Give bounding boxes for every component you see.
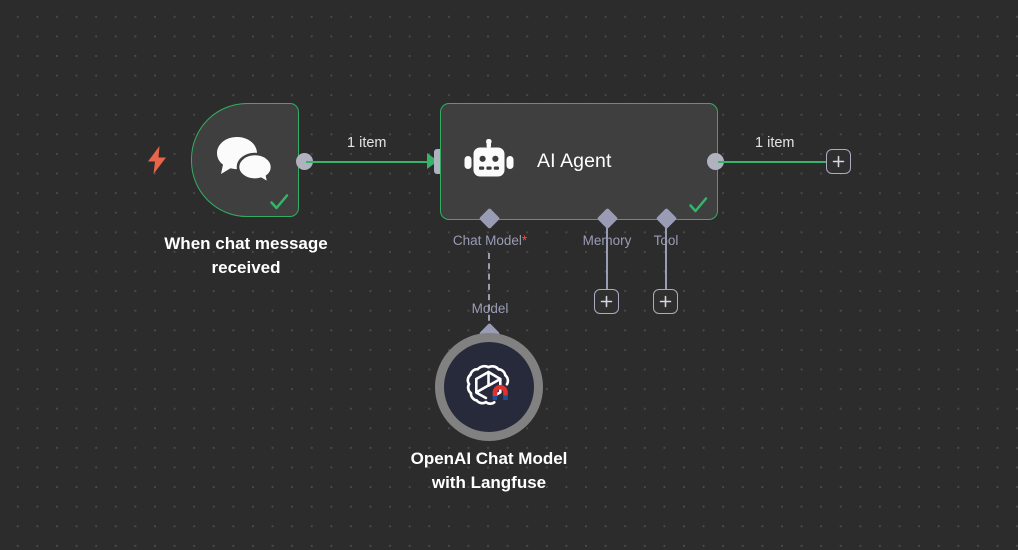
edge-label-chat-model: Model: [471, 301, 509, 316]
plus-icon: [832, 155, 845, 168]
openai-logo-icon: [464, 362, 514, 412]
robot-icon: [463, 138, 515, 185]
chat-model-label-text: Chat Model: [452, 233, 522, 248]
lightning-bolt-icon: [146, 146, 168, 174]
edge-arrowhead-icon: [427, 153, 438, 174]
edge-trigger-to-agent[interactable]: [306, 160, 432, 163]
edge-tool[interactable]: [664, 222, 667, 290]
add-node-button-main[interactable]: [826, 149, 851, 174]
add-memory-button[interactable]: [594, 289, 619, 314]
edge-chat-model[interactable]: [488, 253, 490, 331]
chat-bubbles-icon: [215, 135, 275, 186]
node-when-chat-message-received[interactable]: [191, 103, 299, 217]
sub-connector-label-chat-model: Chat Model*: [410, 233, 570, 248]
model-node-face: [444, 342, 534, 432]
add-tool-button[interactable]: [653, 289, 678, 314]
plus-icon: [659, 295, 672, 308]
langfuse-magnet-icon: [492, 384, 508, 401]
agent-status-check-icon: [687, 194, 709, 216]
required-asterisk: *: [521, 233, 528, 248]
edge-label-trigger-to-agent: 1 item: [347, 135, 387, 151]
node-openai-chat-model[interactable]: [435, 333, 543, 441]
agent-node-title: AI Agent: [537, 150, 612, 172]
trigger-node-caption: When chat message received: [164, 234, 328, 278]
plus-icon: [600, 295, 613, 308]
edge-memory[interactable]: [605, 222, 608, 290]
model-node-caption: OpenAI Chat Model with Langfuse: [410, 449, 568, 493]
edge-agent-output[interactable]: [718, 160, 826, 163]
trigger-output-port[interactable]: [296, 153, 313, 170]
edge-label-agent-output: 1 item: [755, 135, 795, 151]
node-ai-agent[interactable]: AI Agent: [440, 103, 718, 220]
agent-input-port[interactable]: [434, 149, 444, 174]
agent-output-port[interactable]: [707, 153, 724, 170]
trigger-status-check-icon: [268, 191, 290, 213]
